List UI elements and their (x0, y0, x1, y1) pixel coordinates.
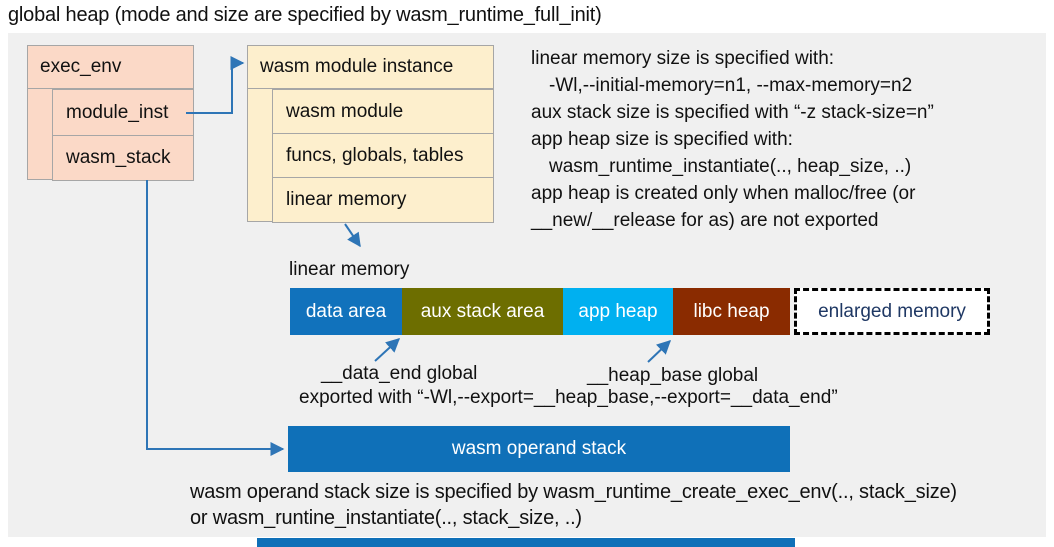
exec-env-header: exec_env (28, 46, 193, 89)
exec-env-row-module-inst: module_inst (52, 89, 194, 136)
operand-stack-notes: wasm operand stack size is specified by … (190, 479, 957, 531)
segment-app-heap: app heap (563, 288, 673, 335)
module-instance-header: wasm module instance (248, 46, 493, 89)
segment-enlarged-memory: enlarged memory (794, 288, 990, 335)
size-notes: linear memory size is specified with: -W… (531, 45, 934, 234)
note-line: app heap size is specified with: (531, 129, 793, 150)
footer-line: wasm operand stack size is specified by … (190, 481, 957, 503)
segment-libc-heap: libc heap (673, 288, 790, 335)
segment-data-area: data area (290, 288, 402, 335)
exec-env-box: exec_env module_inst wasm_stack (27, 45, 194, 181)
linear-memory-bar: data area aux stack area app heap libc h… (290, 288, 790, 335)
footer-line: or wasm_runtine_instantiate(.., stack_si… (190, 507, 582, 529)
note-line: app heap is created only when malloc/fre… (531, 183, 916, 204)
note-line: wasm_runtime_instantiate(.., heap_size, … (549, 156, 912, 177)
cutoff-bottom-box (257, 538, 795, 547)
note-line: __new/__release for as) are not exported (531, 210, 879, 231)
page-title: global heap (mode and size are specified… (8, 4, 602, 26)
exported-with-label: exported with “-Wl,--export=__heap_base,… (299, 387, 838, 408)
note-line: aux stack size is specified with “-z sta… (531, 102, 934, 123)
note-line: -Wl,--initial-memory=n1, --max-memory=n2 (549, 75, 913, 96)
exec-env-row-wasm-stack: wasm_stack (52, 135, 194, 181)
segment-aux-stack-area: aux stack area (402, 288, 563, 335)
linear-memory-label: linear memory (289, 259, 410, 280)
wasm-operand-stack-box: wasm operand stack (288, 426, 790, 472)
data-end-global-label: __data_end global (321, 363, 478, 384)
module-instance-row-funcs-globals-tables: funcs, globals, tables (272, 133, 494, 178)
module-instance-row-wasm-module: wasm module (272, 89, 494, 134)
module-instance-row-linear-memory: linear memory (272, 177, 494, 223)
note-line: linear memory size is specified with: (531, 48, 835, 69)
module-instance-box: wasm module instance wasm module funcs, … (247, 45, 494, 223)
heap-base-global-label: __heap_base global (587, 365, 759, 386)
